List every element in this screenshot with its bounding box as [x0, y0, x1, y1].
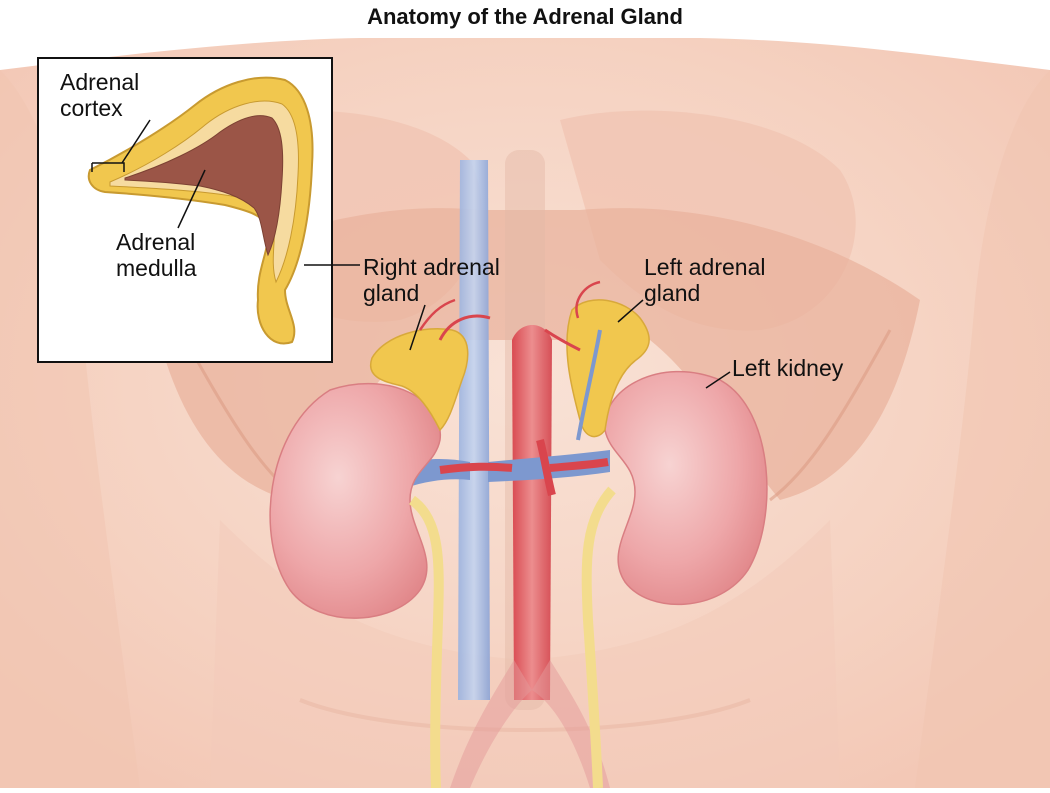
label-left-adrenal-line1: Left adrenal	[644, 254, 766, 280]
inset-panel	[37, 57, 333, 363]
right-ureter	[408, 495, 444, 789]
label-adrenal-medulla: Adrenal medulla	[116, 229, 197, 281]
label-right-adrenal-line1: Right adrenal	[363, 254, 500, 280]
label-adrenal-cortex: Adrenal cortex	[60, 69, 139, 121]
aorta	[512, 325, 552, 700]
renal-artery-left	[549, 458, 609, 472]
label-adrenal-cortex-line2: cortex	[60, 95, 123, 121]
diagram-title: Anatomy of the Adrenal Gland	[367, 4, 683, 29]
label-adrenal-medulla-line2: medulla	[116, 255, 197, 281]
right-adrenal-gland	[369, 328, 469, 432]
adrenal-medulla-section	[124, 115, 284, 257]
label-left-adrenal-line2: gland	[644, 280, 701, 306]
label-right-adrenal-line2: gland	[363, 280, 420, 306]
left-ureter	[581, 486, 616, 789]
label-left-adrenal-gland: Left adrenal gland	[644, 254, 765, 306]
inferior-vena-cava	[458, 160, 490, 700]
label-adrenal-cortex-line1: Adrenal	[60, 69, 140, 95]
label-left-kidney: Left kidney	[732, 355, 844, 381]
label-adrenal-medulla-line1: Adrenal	[116, 229, 196, 255]
label-right-adrenal-gland: Right adrenal gland	[363, 254, 500, 306]
